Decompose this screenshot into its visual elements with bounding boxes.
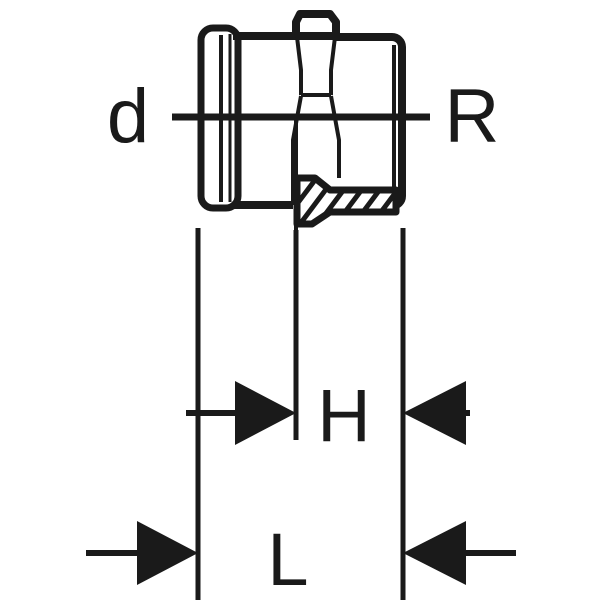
l-arrowhead-left (137, 521, 198, 585)
hex-lower-taper-right (329, 95, 341, 178)
h-arrowhead-left (235, 381, 296, 445)
label-R: R (445, 74, 500, 159)
hex-chamfer-left (295, 36, 303, 95)
h-dimension-group (186, 381, 470, 445)
section-hatch-region (293, 174, 400, 228)
hex-chamfer-right (329, 36, 337, 95)
hex-shoulder-outline (292, 10, 340, 40)
label-H: H (317, 374, 370, 457)
section-hatch-lines (297, 178, 396, 224)
l-arrowhead-right (403, 521, 466, 585)
label-L: L (267, 518, 308, 600)
h-arrowhead-right (403, 381, 466, 445)
l-dimension-group (86, 521, 516, 585)
label-d: d (107, 74, 149, 159)
hex-lower-taper-left (291, 95, 303, 205)
fitting-body-group (197, 10, 406, 232)
